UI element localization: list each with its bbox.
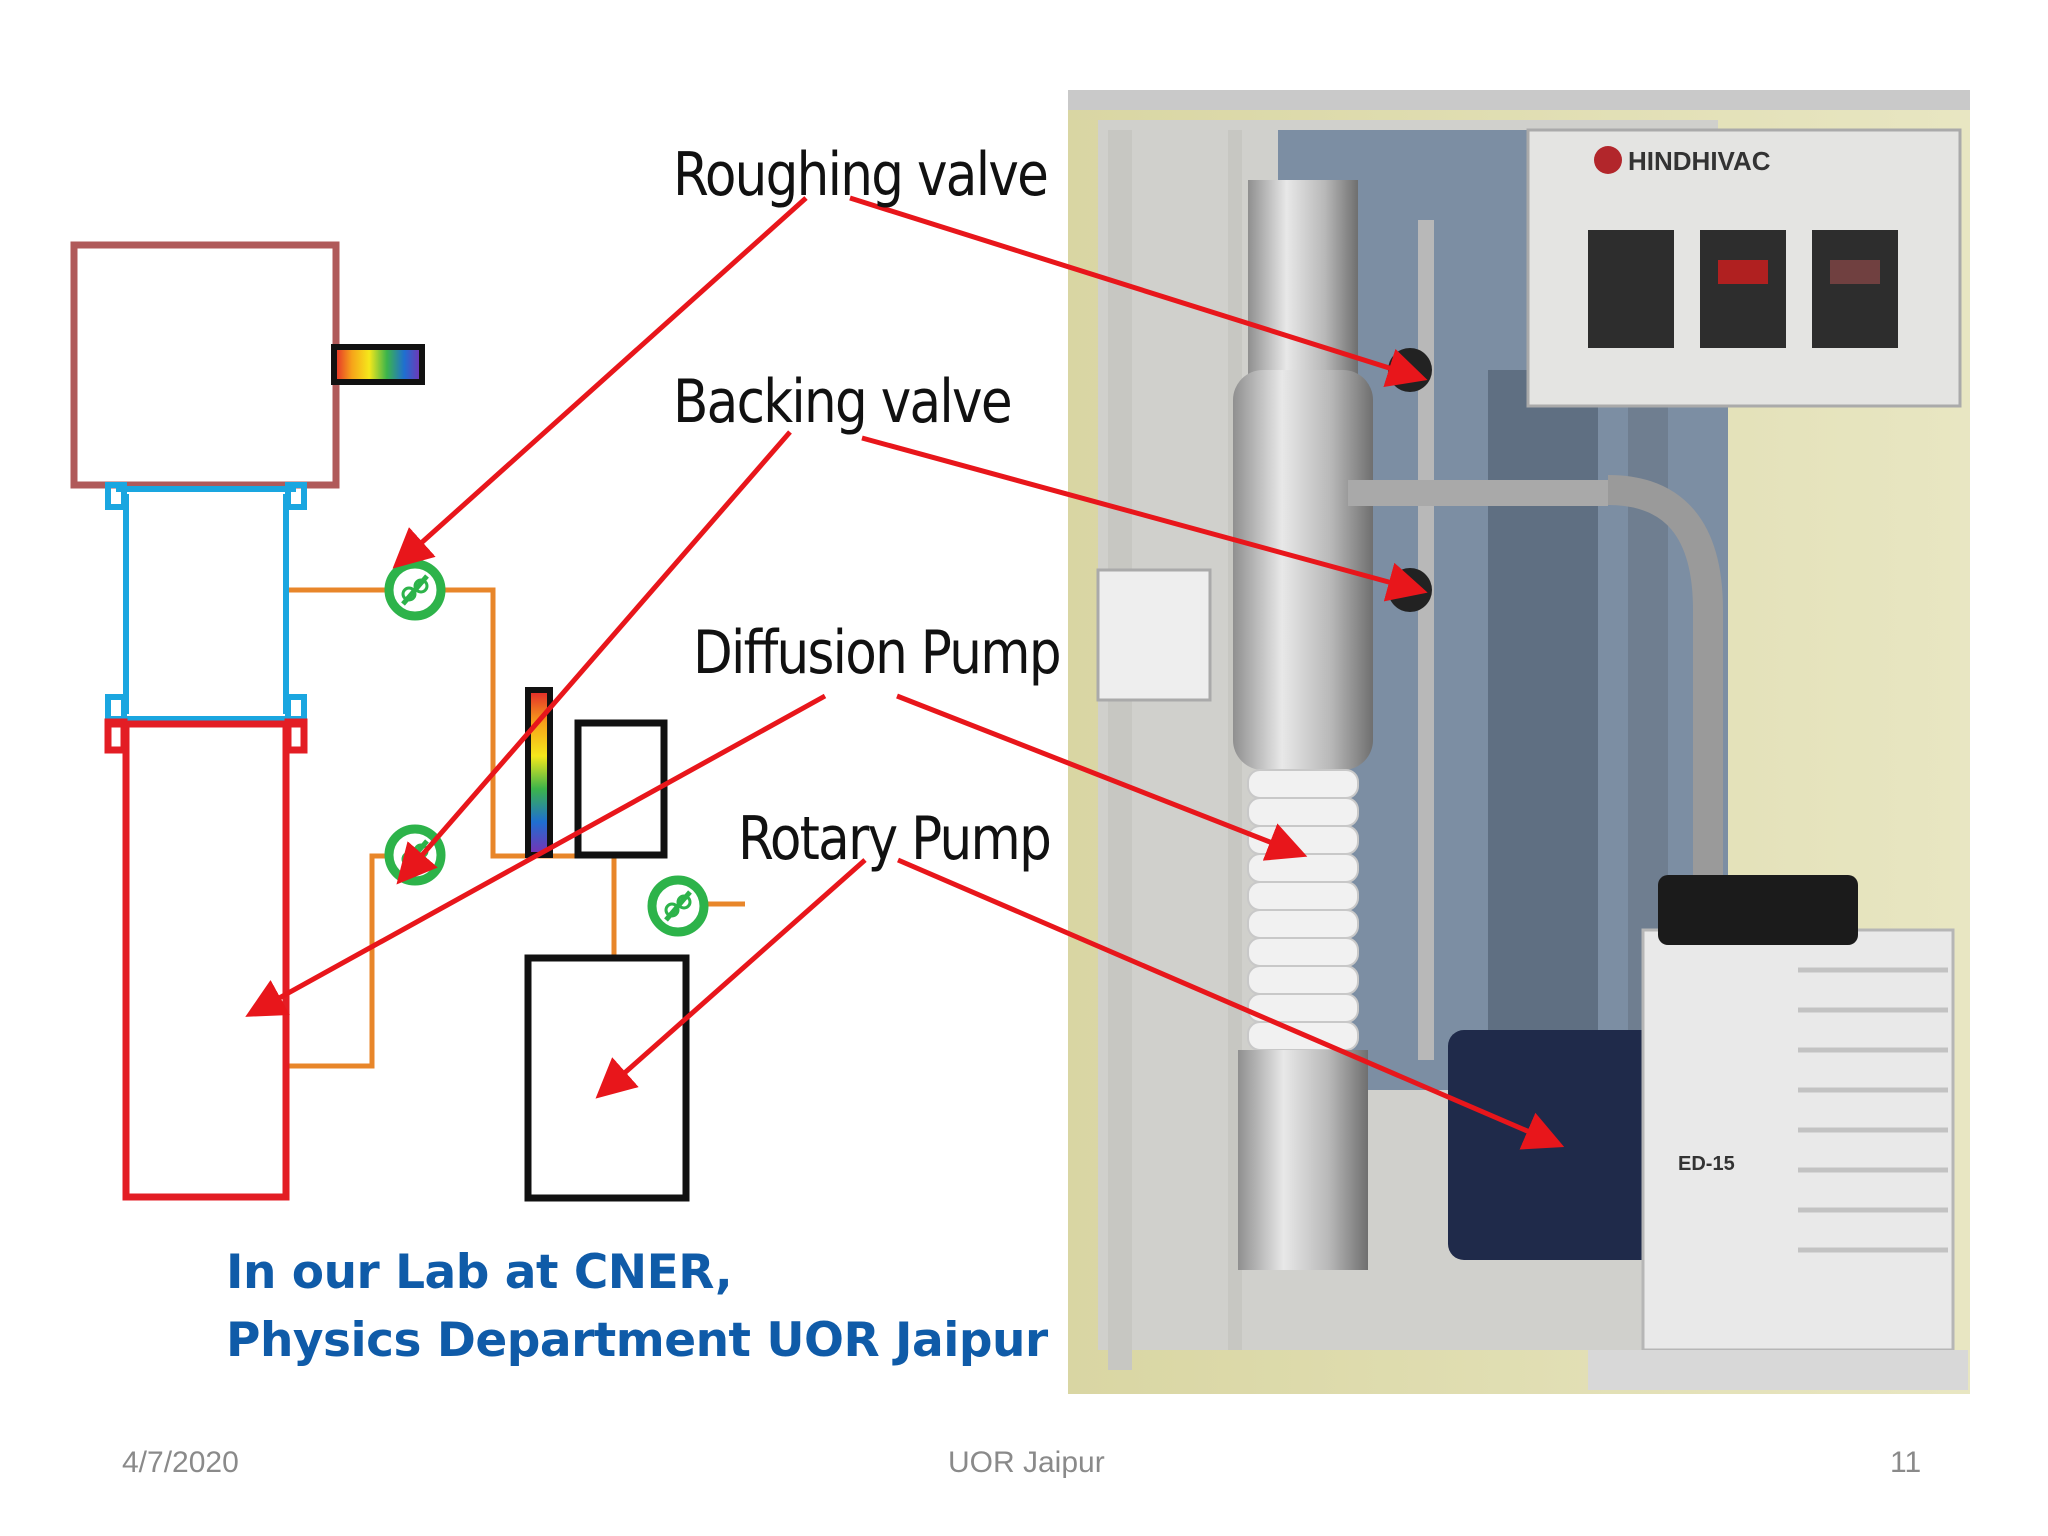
roughing-valve-label: Roughing valve — [673, 140, 1049, 210]
arrow-backing-valve-photo — [861, 435, 1428, 602]
arrow-diffusion-pump-photo — [896, 693, 1308, 861]
arrow-rotary-pump-schematic — [595, 858, 867, 1099]
vacuum-chamber — [70, 241, 340, 489]
footer-center-text: UOR Jaipur — [948, 1446, 1105, 1479]
arrow-roughing-valve-schematic — [392, 196, 808, 569]
chamber-gauge — [331, 344, 425, 385]
pump-model-text: ED-15 — [1678, 1153, 1735, 1175]
arrow-rotary-pump-photo — [897, 857, 1565, 1150]
equipment-photo: HINDHIVAC — [1068, 90, 1970, 1394]
arrow-roughing-valve-photo — [849, 195, 1428, 388]
diffusion-pump-body — [104, 718, 308, 1201]
diffusion-pump-label: Diffusion Pump — [693, 618, 1062, 688]
rotary-pump-label: Rotary Pump — [738, 804, 1052, 874]
brand-text: HINDHIVAC — [1628, 146, 1771, 176]
footer-page-number: 11 — [1890, 1446, 1922, 1479]
caption-line-2: Physics Department UOR Jaipur — [226, 1313, 1048, 1368]
arrow-backing-valve-schematic — [396, 430, 792, 885]
valve-icon — [647, 875, 709, 937]
foreline-trap — [574, 719, 668, 859]
arrow-diffusion-pump-schematic — [245, 693, 827, 1017]
caption-line-1: In our Lab at CNER, — [226, 1245, 733, 1300]
backing-valve-label: Backing valve — [673, 367, 1013, 437]
footer-date: 4/7/2020 — [122, 1446, 239, 1479]
